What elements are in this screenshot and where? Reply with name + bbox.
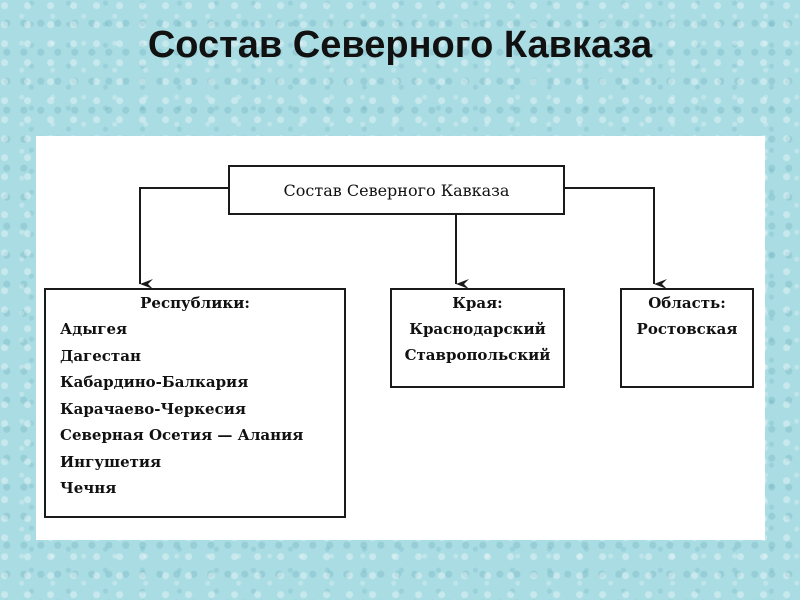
republics-box: Республики: Адыгея Дагестан Кабардино-Ба… [44,288,346,518]
slide-title: Состав Северного Кавказа [147,24,653,66]
diagram-panel: Состав Северного Кавказа Республики: Ады… [36,136,765,540]
republic-item: Адыгея [60,320,128,338]
krai-item: Ставропольский [404,346,551,364]
republic-item: Кабардино-Балкария [60,373,249,391]
krai-item: Краснодарский [409,320,546,338]
republic-item: Дагестан [60,346,141,365]
republic-item: Ингушетия [60,452,162,471]
krai-heading: Края: [452,294,503,312]
arrow-to-republics [139,187,228,289]
republic-item: Чечня [60,479,117,497]
krai-box: Края: Краснодарский Ставропольский [390,288,565,388]
oblast-item: Ростовская [636,320,738,338]
republics-heading: Республики: [140,294,250,312]
connector-lines [139,187,667,289]
oblast-box: Область: Ростовская [620,288,754,388]
republic-item: Северная Осетия — Алания [60,426,304,444]
arrow-to-oblast [565,187,667,289]
oblast-heading: Область: [648,294,726,312]
root-box: Состав Северного Кавказа [228,165,565,215]
republic-item: Карачаево-Черкесия [60,399,246,418]
